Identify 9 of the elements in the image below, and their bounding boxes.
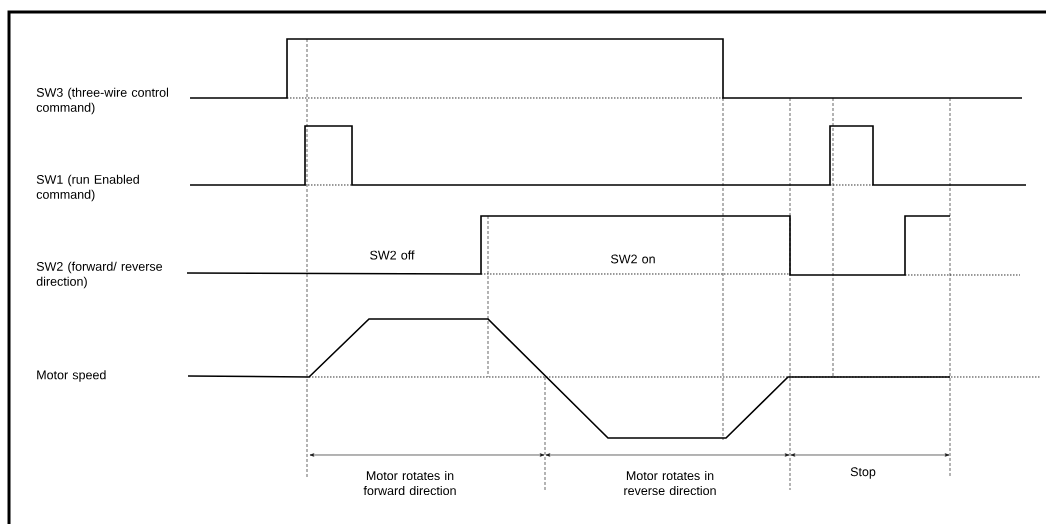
signal-label: SW2 on [611, 254, 655, 264]
signal-label: Motor rotates in reverse direction [624, 470, 716, 496]
signal-label: Motor speed [37, 370, 106, 382]
signal-label: Motor rotates in forward direction [363, 470, 456, 496]
signal-label: Stop [850, 467, 876, 479]
signal-label: SW2 (forward/ reverse direction) [36, 261, 163, 289]
signal-label: SW2 off [370, 250, 415, 260]
signal-label: SW1 (run Enabled command) [36, 174, 139, 202]
signal-label: SW3 (three-wire control command) [36, 87, 169, 115]
